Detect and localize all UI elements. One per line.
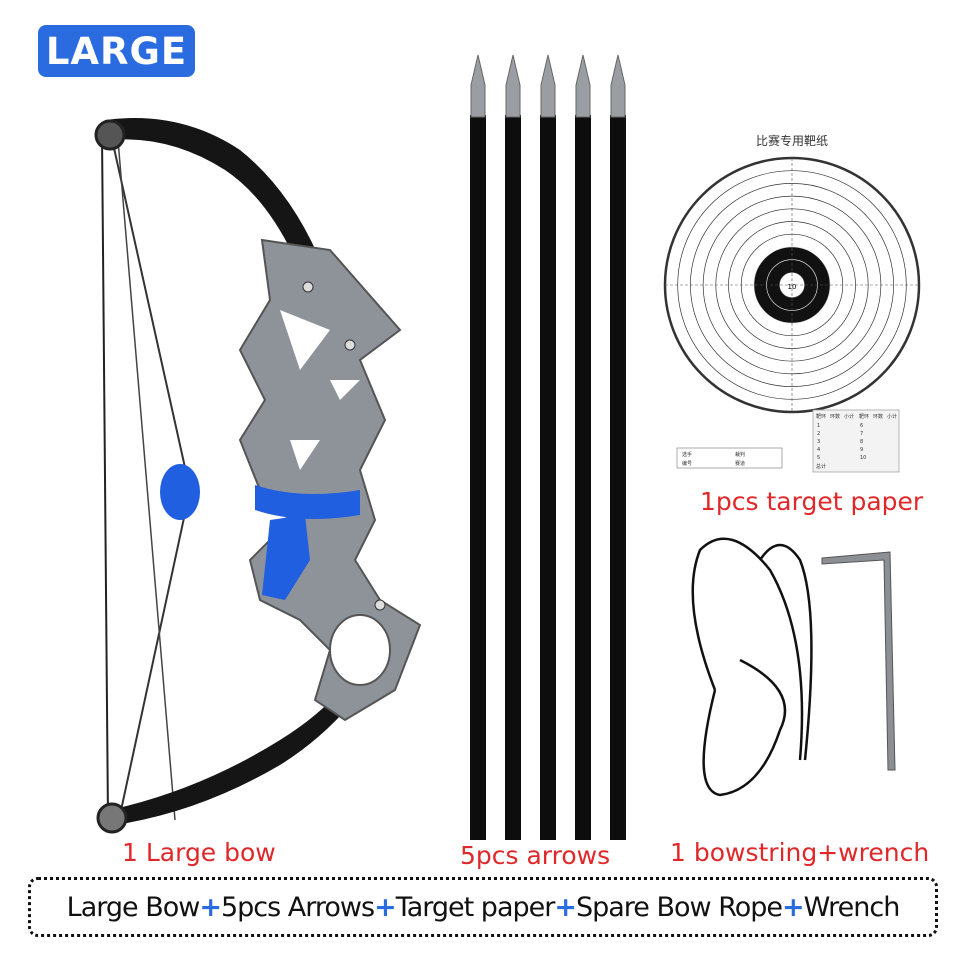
svg-text:8: 8 [860,439,863,445]
plus-icon: + [374,891,397,923]
svg-text:靶环: 靶环 [859,413,869,420]
svg-text:裁判: 裁判 [735,451,745,458]
svg-text:总计: 总计 [816,463,826,470]
size-badge: LARGE [38,25,195,77]
arrows-label: 5pcs arrows [460,841,611,870]
svg-text:2: 2 [817,431,820,437]
package-contents-bar: Large Bow+5pcs Arrows+Target paper+Spare… [28,877,938,937]
svg-text:选手: 选手 [682,451,692,458]
bow-label: 1 Large bow [122,838,276,867]
bowstring-image [691,537,813,797]
svg-text:小计: 小计 [887,413,897,420]
plus-icon: + [554,891,577,923]
compound-bow-image [94,118,422,834]
svg-text:靶环: 靶环 [816,413,826,420]
content-item: 5pcs Arrows [220,891,375,923]
svg-text:1: 1 [817,423,820,429]
arrow [540,54,556,840]
svg-text:9: 9 [860,447,863,453]
svg-text:6: 6 [860,423,863,429]
svg-text:编号: 编号 [682,460,692,467]
svg-text:7: 7 [860,431,863,437]
arrow [610,54,626,840]
info-table: 选手 编号 裁判 赛道 [676,447,783,469]
target-title: 比赛专用靶纸 [756,133,828,148]
content-item: Large Bow [66,891,201,923]
svg-text:3: 3 [817,439,820,445]
svg-text:5: 5 [817,455,820,461]
allen-wrench-image [821,551,896,771]
svg-text:小计: 小计 [844,413,854,420]
target-paper: 比赛专用靶纸 10 选手 编号 裁判 赛道 靶环 环数 小计 靶环 环数 小计 … [663,133,921,473]
svg-text:环数: 环数 [873,413,883,420]
svg-text:10: 10 [860,455,866,461]
svg-text:赛道: 赛道 [735,460,745,467]
arrows-image [470,54,626,840]
plus-icon: + [782,891,805,923]
target-rings [663,156,921,414]
content-item: Spare Bow Rope [575,891,783,923]
arrow [470,54,486,840]
arrow [505,54,521,840]
svg-text:4: 4 [817,447,820,453]
content-item: Wrench [803,891,901,923]
plus-icon: + [199,891,222,923]
score-table: 靶环 环数 小计 靶环 环数 小计 1 2 3 4 5 6 7 8 9 10 总… [812,409,900,473]
svg-text:环数: 环数 [830,413,840,420]
target-center-label: 10 [788,283,797,291]
arrow [575,54,591,840]
bowstring-wrench-label: 1 bowstring+wrench [670,838,930,867]
target-paper-label: 1pcs target paper [700,487,924,516]
content-item: Target paper [395,891,556,923]
